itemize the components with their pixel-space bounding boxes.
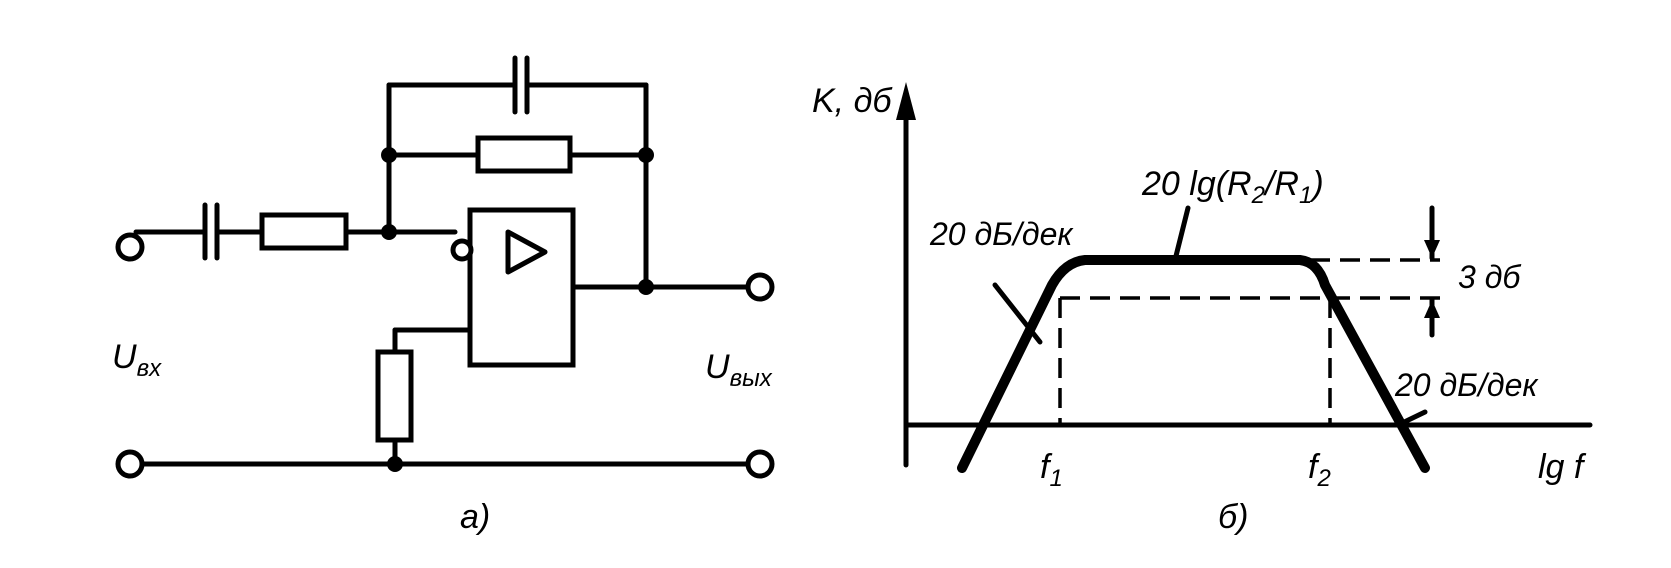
input-terminal [115, 232, 145, 262]
right-slope-label: 20 дБ/дек [1394, 367, 1539, 403]
attenuation-arrowhead-top [1424, 240, 1440, 258]
response-curve [957, 255, 1430, 473]
feedback-resistor-r2 [475, 135, 573, 174]
frequency-response-plot: K, дб lg f f1 f2 20 lg(R2/R1) 20 дБ/дек … [812, 82, 1593, 536]
output-ground-terminal [745, 449, 775, 479]
response-caption: б) [1218, 498, 1248, 536]
x-axis-label: lg f [1538, 448, 1587, 486]
attenuation-label: 3 дб [1458, 259, 1521, 295]
left-slope-leader [992, 282, 1043, 345]
junction-dot [381, 224, 397, 240]
junction-dot [387, 456, 403, 472]
active-bandpass-filter-schematic: Uвх Uвых а) [112, 55, 775, 536]
passband-gain-label: 20 lg(R2/R1) [1141, 165, 1324, 209]
junction-dot [381, 147, 397, 163]
y-axis-label: K, дб [812, 82, 893, 120]
op-amp-triangle-symbol [505, 229, 548, 275]
op-amp-inverting-input-bubble [450, 238, 474, 262]
output-terminal [745, 272, 775, 302]
input-voltage-label: Uвх [112, 338, 162, 382]
y-axis-arrowhead [896, 82, 916, 120]
left-slope-label: 20 дБ/дек [929, 216, 1074, 252]
output-voltage-label: Uвых [705, 348, 773, 392]
attenuation-arrowhead-bottom [1424, 300, 1440, 318]
right-slope-leader [1395, 409, 1428, 428]
f2-tick-label: f2 [1308, 448, 1331, 492]
input-resistor-r1 [259, 212, 349, 251]
f1-tick-label: f1 [1040, 448, 1063, 492]
junction-dot [638, 279, 654, 295]
schematic-caption: а) [460, 498, 490, 536]
input-ground-terminal [115, 449, 145, 479]
passband-leader [1172, 205, 1191, 263]
op-amp-body [467, 207, 576, 368]
ground-resistor [375, 349, 414, 443]
junction-dot [638, 147, 654, 163]
